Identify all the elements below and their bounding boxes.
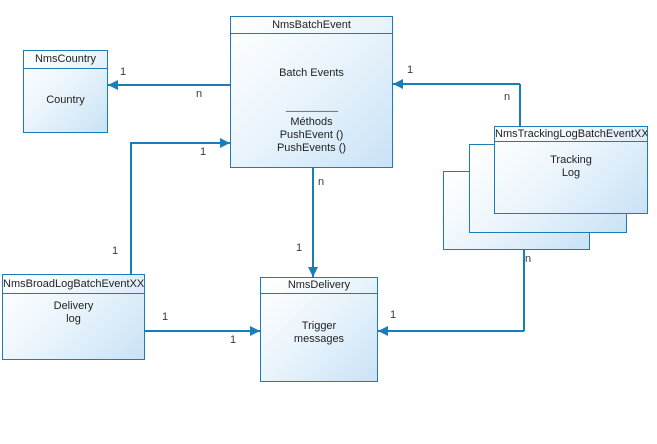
connector-tracking-to-batch-horizontal bbox=[393, 83, 520, 85]
multiplicity-label: 1 bbox=[407, 64, 414, 76]
node-broad-log-text: log bbox=[66, 313, 81, 325]
multiplicity-label: 1 bbox=[162, 311, 169, 323]
node-tracking-log-text: Log bbox=[561, 167, 581, 179]
connector-broadlog-to-batch-horizontal bbox=[130, 142, 230, 144]
multiplicity-label: n bbox=[525, 253, 532, 265]
arrowhead-batch-to-country bbox=[108, 80, 118, 90]
node-tracking-log: NmsTrackingLogBatchEventXX Tracking Log bbox=[494, 126, 648, 214]
arrowhead-tracking-to-delivery bbox=[378, 326, 388, 336]
node-country: NmsCountry Country bbox=[23, 50, 108, 133]
node-tracking-log-text: Tracking bbox=[550, 154, 592, 166]
methods-heading: Méthods bbox=[290, 116, 333, 128]
multiplicity-label: n bbox=[318, 176, 325, 188]
arrowhead-broadlog-to-delivery bbox=[250, 326, 260, 336]
node-delivery: NmsDelivery Trigger messages bbox=[260, 277, 378, 382]
multiplicity-label: 1 bbox=[120, 66, 127, 78]
methods-separator: -------------------------- bbox=[285, 106, 339, 116]
node-broad-log-text: Delivery bbox=[53, 300, 94, 312]
node-broad-log: NmsBroadLogBatchEventXX Delivery log bbox=[2, 274, 145, 360]
node-batch-event-text: Batch Events bbox=[279, 67, 344, 79]
connector-broadlog-to-delivery-line bbox=[145, 330, 260, 332]
node-country-title: NmsCountry bbox=[24, 51, 107, 69]
node-country-text: Country bbox=[46, 94, 85, 106]
multiplicity-label: 1 bbox=[230, 334, 237, 346]
node-delivery-text: messages bbox=[293, 332, 345, 345]
connector-tracking-to-batch-vertical bbox=[519, 84, 521, 126]
arrowhead-batch-to-delivery bbox=[308, 267, 318, 277]
connector-broadlog-to-batch-vertical bbox=[130, 143, 132, 274]
arrowhead-broadlog-to-batch bbox=[220, 138, 230, 148]
multiplicity-label: n bbox=[196, 88, 203, 100]
multiplicity-label: 1 bbox=[296, 242, 303, 254]
node-batch-event: NmsBatchEvent Batch Events -------------… bbox=[230, 16, 393, 168]
method-push-events: PushEvents () bbox=[276, 142, 347, 154]
method-push-event: PushEvent () bbox=[279, 129, 344, 141]
node-batch-event-title: NmsBatchEvent bbox=[231, 17, 392, 34]
connector-batch-to-country-line bbox=[108, 84, 230, 86]
node-tracking-log-title: NmsTrackingLogBatchEventXX bbox=[495, 128, 647, 142]
multiplicity-label: 1 bbox=[390, 309, 397, 321]
multiplicity-label: n bbox=[504, 91, 511, 103]
node-delivery-title: NmsDelivery bbox=[261, 278, 377, 294]
connector-tracking-to-delivery-horizontal bbox=[378, 330, 524, 332]
connector-batch-to-delivery-line bbox=[312, 168, 314, 277]
node-broad-log-title: NmsBroadLogBatchEventXX bbox=[3, 275, 144, 294]
multiplicity-label: 1 bbox=[112, 245, 119, 257]
multiplicity-label: 1 bbox=[200, 146, 207, 158]
node-delivery-text: Trigger bbox=[301, 319, 337, 332]
connector-tracking-to-delivery-vertical bbox=[523, 250, 525, 331]
arrowhead-tracking-to-batch bbox=[393, 79, 403, 89]
